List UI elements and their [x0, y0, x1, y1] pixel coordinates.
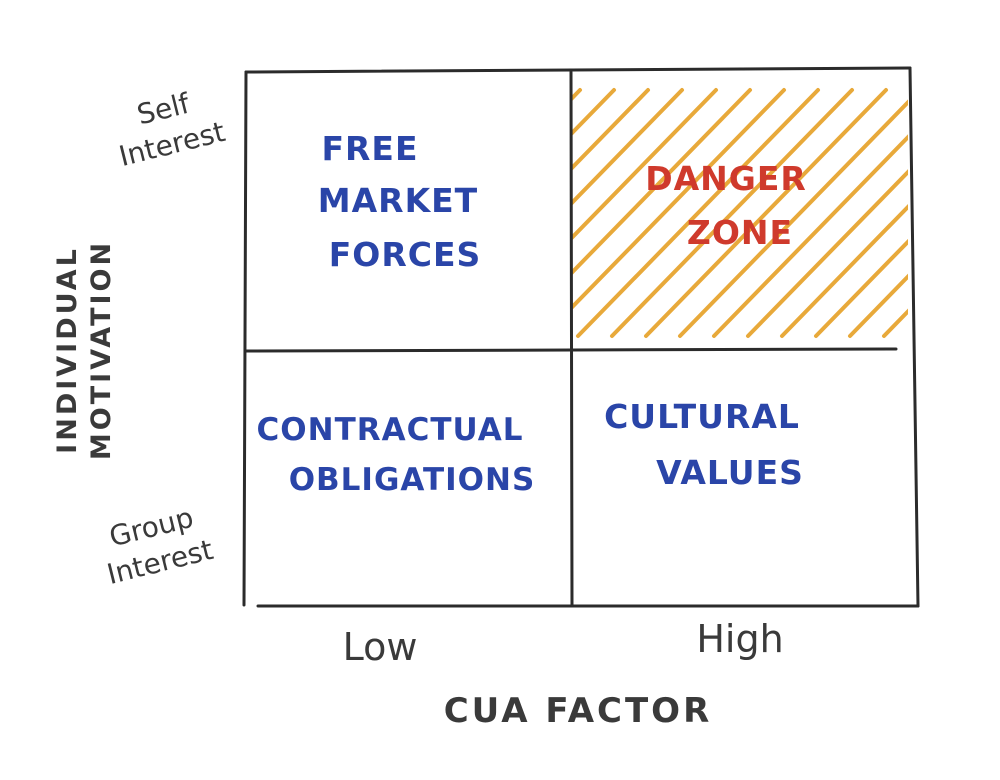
hatch-stroke	[572, 88, 718, 241]
hatch-stroke	[572, 88, 650, 171]
y-axis-top-label: Self Interest	[116, 86, 229, 173]
top-right-line-2: ZONE	[687, 213, 793, 252]
quadrant-top-left: FREE MARKET FORCES	[318, 129, 482, 274]
hatch-stroke	[918, 90, 1000, 336]
grid-left-border	[242, 70, 248, 607]
y-axis-bottom-label: Group Interest	[104, 501, 217, 591]
x-axis-title: CUA FACTOR	[444, 691, 713, 731]
bottom-left-line-1: CONTRACTUAL	[257, 412, 524, 448]
bottom-left-line-2: OBLIGATIONS	[289, 462, 536, 498]
hatch-stroke	[610, 88, 854, 338]
bottom-right-line-2: VALUES	[656, 453, 804, 492]
hatch-stroke	[644, 88, 888, 338]
grid-right-border	[908, 66, 920, 608]
hatch-stroke	[952, 90, 1000, 336]
quadrant-grid	[242, 66, 920, 608]
y-axis-title: INDIVIDUAL MOTIVATION	[52, 240, 117, 460]
hatch-stroke	[712, 134, 908, 338]
bottom-right-line-1: CULTURAL	[604, 397, 800, 436]
x-axis-right-label: High	[696, 617, 783, 661]
top-right-line-1: DANGER	[645, 159, 807, 198]
hatch-stroke	[780, 203, 908, 338]
top-left-line-3: FORCES	[329, 235, 482, 274]
y-title-line-2: MOTIVATION	[86, 240, 117, 460]
hatch-stroke	[572, 88, 786, 311]
quadrant-bottom-left: CONTRACTUAL OBLIGATIONS	[257, 412, 536, 498]
hatch-stroke	[814, 238, 908, 338]
danger-zone-hatching	[572, 88, 1000, 338]
quadrant-bottom-right: CULTURAL VALUES	[604, 397, 804, 492]
hatch-stroke	[572, 88, 752, 276]
top-left-line-2: MARKET	[318, 181, 478, 220]
hatch-stroke	[848, 273, 908, 338]
quadrant-top-right: DANGER ZONE	[645, 159, 807, 252]
hatch-stroke	[572, 88, 684, 206]
y-title-line-1: INDIVIDUAL	[52, 246, 83, 454]
hatch-stroke	[572, 88, 616, 136]
grid-top-border	[244, 66, 912, 74]
grid-vertical-divider	[569, 70, 574, 608]
hatch-stroke	[678, 99, 908, 338]
top-left-line-1: FREE	[321, 129, 418, 168]
x-axis-left-label: Low	[343, 625, 418, 669]
hatch-stroke	[746, 169, 908, 338]
grid-horizontal-divider	[244, 347, 898, 353]
hatch-stroke	[576, 88, 820, 338]
